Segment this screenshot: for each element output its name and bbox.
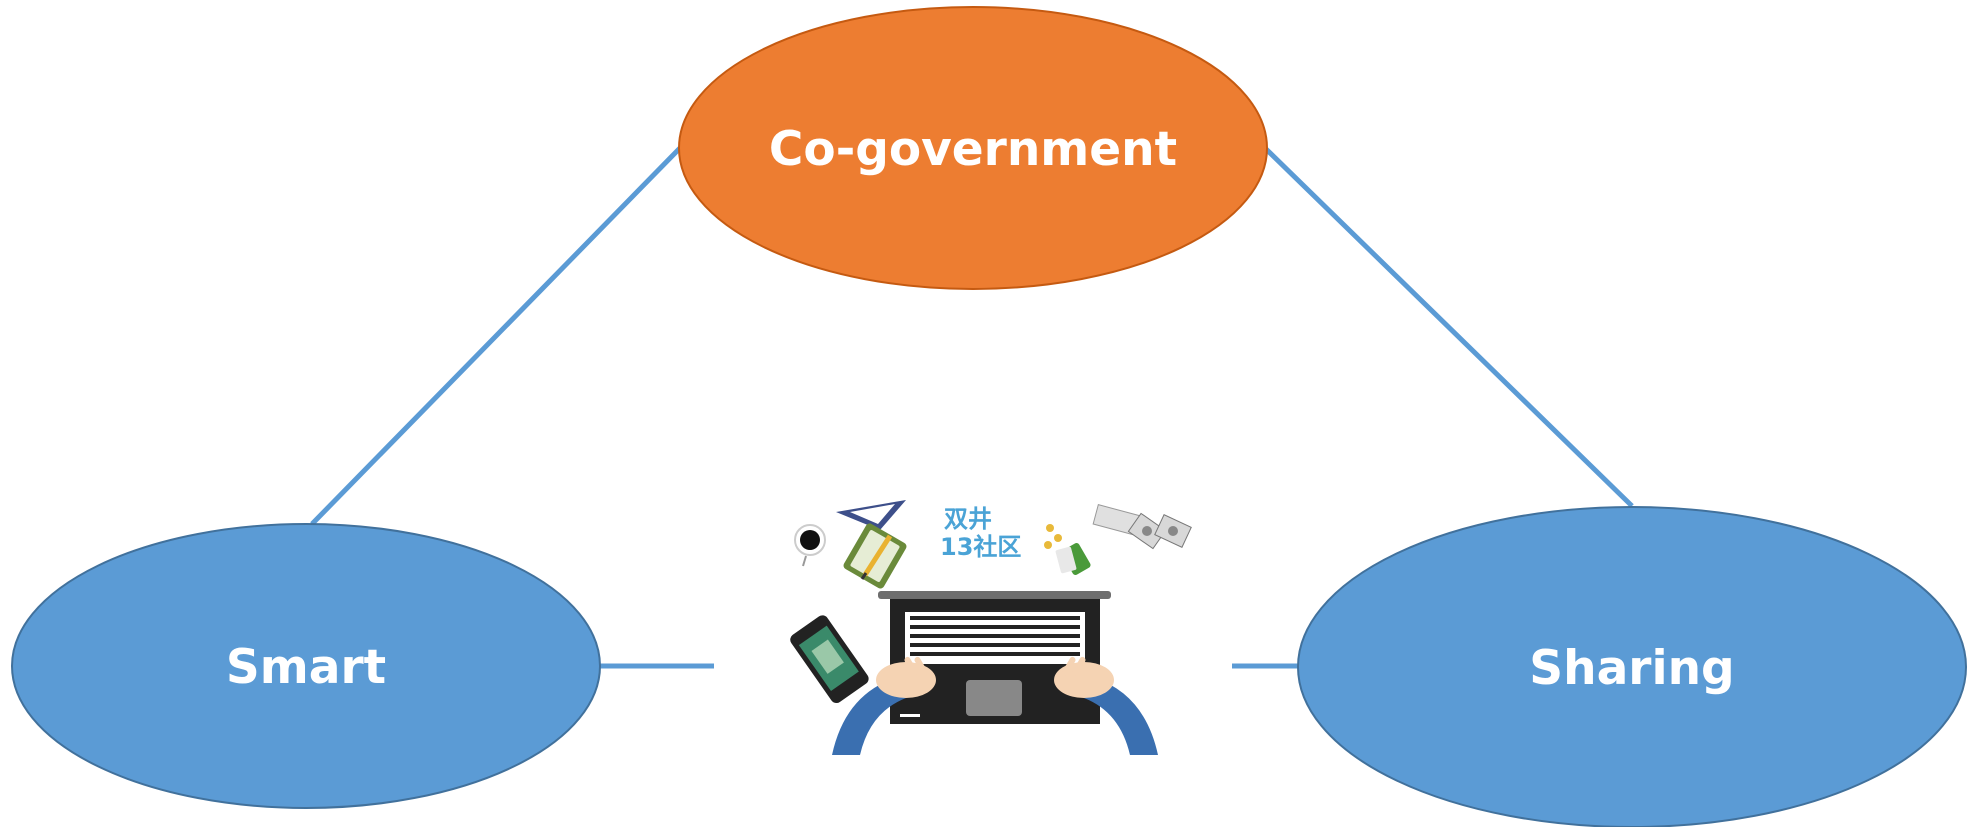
logo-line-1: 双井: [944, 505, 992, 533]
banknotes-icon: [1092, 504, 1192, 550]
node-sharing-label: Sharing: [1529, 641, 1734, 696]
connector-top-right: [1263, 146, 1634, 508]
node-smart-label: Smart: [226, 640, 386, 695]
node-smart: Smart: [11, 523, 601, 809]
hands-icon: [832, 656, 1158, 755]
smartphone-icon: [790, 615, 869, 704]
coffee-cup-icon: [794, 524, 826, 567]
community-logo: 双井 13社区: [935, 496, 1031, 566]
laptop-icon: [878, 591, 1111, 724]
node-co-government: Co-government: [678, 6, 1268, 290]
logo-line-2: 13社区: [940, 533, 1021, 561]
connector-top-left: [310, 146, 682, 526]
center-illustration: 双井 13社区: [790, 496, 1192, 755]
node-co-government-label: Co-government: [769, 122, 1177, 177]
notebook-icon: [836, 500, 907, 589]
node-sharing: Sharing: [1297, 506, 1967, 827]
coins-card-icon: [1044, 524, 1091, 576]
